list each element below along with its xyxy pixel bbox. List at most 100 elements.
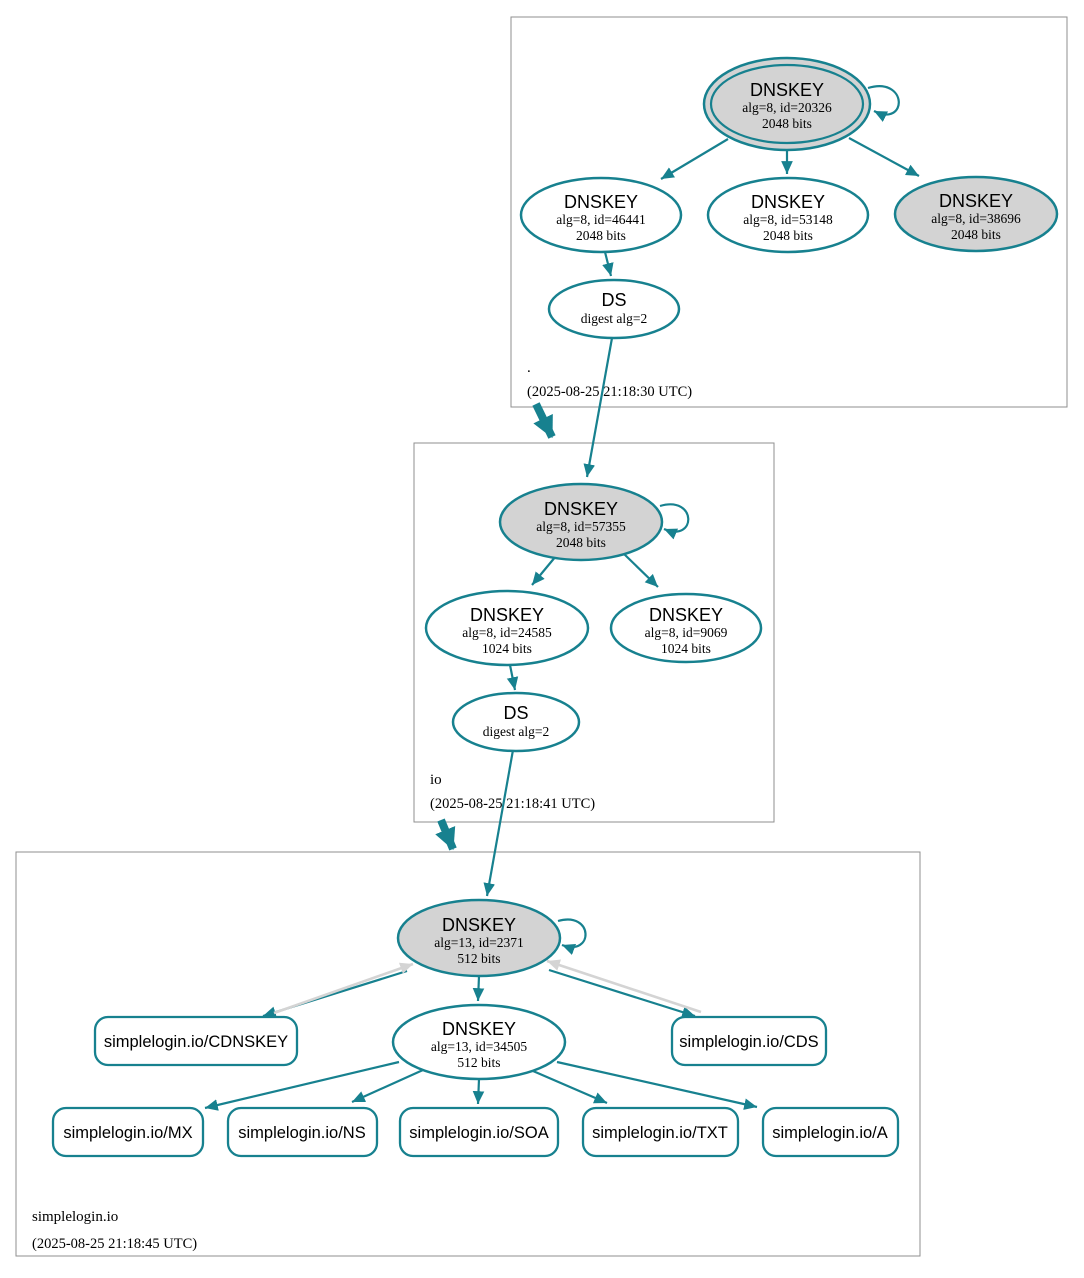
node-root-zsk-dnskey-38696[interactable]: DNSKEY alg=8, id=38696 2048 bits [893,175,1059,253]
node-root-ksk-dnskey-20326[interactable]: DNSKEY alg=8, id=20326 2048 bits [702,56,872,152]
rrset-txt-rect [581,1106,740,1158]
node-sl-ksk-ellipse [396,898,562,978]
zone-simplelogin-timestamp: (2025-08-25 21:18:45 UTC) [32,1236,197,1252]
rrset-a-rect [761,1106,900,1158]
node-root-zsk-dnskey-53148[interactable]: DNSKEY alg=8, id=53148 2048 bits [706,176,870,254]
rrset-cdnskey[interactable]: simplelogin.io/CDNSKEY [93,1015,299,1067]
rrset-a-label: simplelogin.io/A [772,1124,888,1142]
node-sl-ksk-subtitle: alg=13, id=2371 [434,935,523,950]
node-root-zsk2-bits: 2048 bits [763,228,813,243]
rrset-cdnskey-label: simplelogin.io/CDNSKEY [104,1033,288,1051]
node-sl-ksk-dnskey-2371[interactable]: DNSKEY alg=13, id=2371 512 bits [396,898,562,978]
zone-root-name: . [527,360,531,376]
node-root-ksk-outer-ellipse [702,56,872,152]
node-io-ksk-ellipse [498,482,664,562]
node-sl-ksk-title: DNSKEY [442,915,516,935]
node-root-ksk-title: DNSKEY [750,80,824,100]
node-root-zsk3-ellipse [893,175,1059,253]
node-io-zsk1-subtitle: alg=8, id=24585 [462,625,552,640]
node-io-ksk-title: DNSKEY [544,499,618,519]
node-root-zsk1-subtitle: alg=8, id=46441 [556,212,645,227]
node-root-zsk2-subtitle: alg=8, id=53148 [743,212,833,227]
node-io-zsk2-ellipse [609,592,763,664]
edge-root-zsk-46441-to-ds [602,251,614,277]
edge-io-ksk-to-zsk-9069 [622,552,659,588]
rrset-ns-rect [226,1106,379,1158]
rrset-a[interactable]: simplelogin.io/A [761,1106,900,1158]
edge-cds-to-sl-ksk [546,959,702,1014]
node-root-zsk2-ellipse [706,176,870,254]
edge-sl-zsk-to-mx [204,1060,400,1111]
node-io-zsk2-bits: 1024 bits [661,641,711,656]
rrset-ns-label: simplelogin.io/NS [238,1124,365,1142]
node-io-ds[interactable]: DS digest alg=2 [451,691,581,753]
node-io-ksk-dnskey-57355[interactable]: DNSKEY alg=8, id=57355 2048 bits [498,482,664,562]
arrow-root-to-io-delegation [532,402,556,439]
edge-sl-zsk-to-a [556,1060,758,1110]
node-root-ds-subtitle: digest alg=2 [581,311,647,326]
zone-simplelogin-name: simplelogin.io [32,1209,118,1225]
edge-io-zsk-24585-to-ds [506,664,519,691]
node-root-zsk3-title: DNSKEY [939,191,1013,211]
node-root-zsk1-bits: 2048 bits [576,228,626,243]
node-sl-zsk-bits: 512 bits [457,1055,500,1070]
node-io-zsk2-subtitle: alg=8, id=9069 [645,625,728,640]
node-root-zsk3-subtitle: alg=8, id=38696 [931,211,1021,226]
node-root-zsk1-title: DNSKEY [564,192,638,212]
node-io-zsk1-title: DNSKEY [470,605,544,625]
node-root-ksk-inner-ellipse [709,63,865,145]
node-io-zsk-dnskey-24585[interactable]: DNSKEY alg=8, id=24585 1024 bits [424,589,590,667]
zone-root-timestamp: (2025-08-25 21:18:30 UTC) [527,384,692,400]
node-root-zsk2-title: DNSKEY [751,192,825,212]
node-root-zsk-dnskey-46441[interactable]: DNSKEY alg=8, id=46441 2048 bits [519,176,683,254]
rrset-ns[interactable]: simplelogin.io/NS [226,1106,379,1158]
rrset-mx[interactable]: simplelogin.io/MX [51,1106,205,1158]
node-root-ds[interactable]: DS digest alg=2 [547,278,681,340]
rrset-txt[interactable]: simplelogin.io/TXT [581,1106,740,1158]
node-sl-zsk-dnskey-34505[interactable]: DNSKEY alg=13, id=34505 512 bits [391,1003,567,1081]
rrset-cds[interactable]: simplelogin.io/CDS [670,1015,828,1067]
node-io-zsk1-ellipse [424,589,590,667]
node-io-zsk1-bits: 1024 bits [482,641,532,656]
node-io-ksk-bits: 2048 bits [556,535,606,550]
node-sl-ksk-bits: 512 bits [457,951,500,966]
edge-root-ksk-to-zsk-46441 [660,138,729,180]
node-io-zsk2-title: DNSKEY [649,605,723,625]
rrset-soa[interactable]: simplelogin.io/SOA [398,1106,560,1158]
node-root-zsk1-ellipse [519,176,683,254]
node-sl-zsk-title: DNSKEY [442,1019,516,1039]
rrset-mx-label: simplelogin.io/MX [63,1124,192,1142]
node-root-ds-ellipse [547,278,681,340]
node-io-ds-ellipse [451,691,581,753]
node-root-zsk3-bits: 2048 bits [951,227,1001,242]
edge-sl-zsk-to-txt [532,1069,608,1105]
rrset-cdnskey-rect [93,1015,299,1067]
node-sl-zsk-ellipse [391,1003,567,1081]
zone-io-name: io [430,772,442,788]
node-root-ksk-bits: 2048 bits [762,116,812,131]
node-io-ds-subtitle: digest alg=2 [483,724,549,739]
edge-root-ksk-selfloop [867,85,900,122]
node-root-ksk-subtitle: alg=8, id=20326 [742,100,832,115]
rrset-mx-rect [51,1106,205,1158]
rrset-txt-label: simplelogin.io/TXT [592,1124,728,1142]
rrset-cds-label: simplelogin.io/CDS [679,1033,818,1051]
rrset-soa-label: simplelogin.io/SOA [409,1124,548,1142]
node-sl-zsk-subtitle: alg=13, id=34505 [431,1039,527,1054]
edge-io-ds-to-simplelogin-ksk [483,749,515,897]
rrset-cds-rect [670,1015,828,1067]
edge-sl-ksk-to-cds [548,968,696,1018]
node-io-ds-title: DS [503,703,528,723]
arrow-io-to-simplelogin-delegation [435,818,457,851]
edge-sl-zsk-to-soa [472,1078,485,1105]
node-io-zsk-dnskey-9069[interactable]: DNSKEY alg=8, id=9069 1024 bits [609,592,763,664]
zone-io-timestamp: (2025-08-25 21:18:41 UTC) [430,796,595,812]
edge-root-ksk-to-zsk-38696 [848,137,920,177]
node-root-ds-title: DS [601,290,626,310]
edge-sl-ksk-to-zsk [472,975,485,1002]
edge-sl-zsk-to-ns [351,1068,424,1104]
rrset-soa-rect [398,1106,560,1158]
edge-root-ds-to-io-ksk [583,337,614,478]
